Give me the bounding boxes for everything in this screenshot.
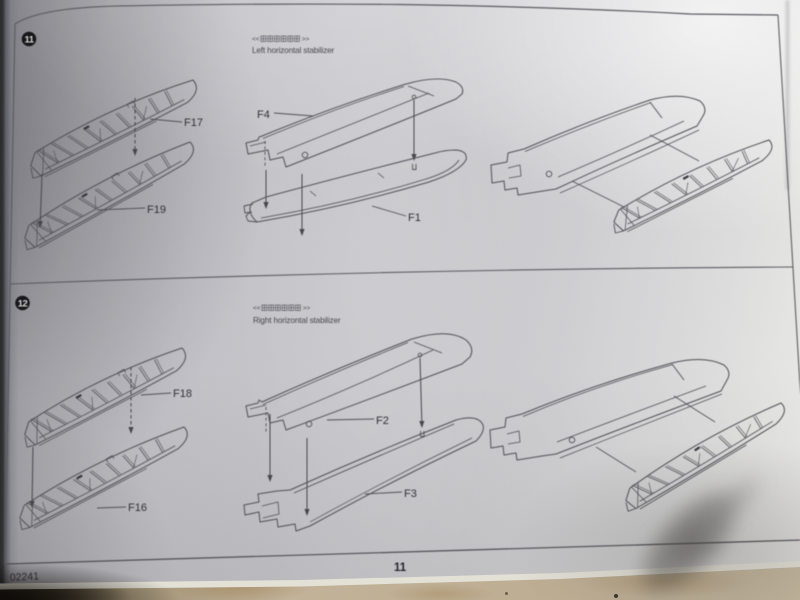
svg-text:F3: F3 <box>404 488 417 500</box>
svg-text:F16: F16 <box>128 502 147 514</box>
svg-text:12: 12 <box>18 298 28 309</box>
svg-text:11: 11 <box>24 34 34 45</box>
svg-text:F18: F18 <box>173 388 192 400</box>
svg-text:F19: F19 <box>147 204 166 216</box>
svg-text:F4: F4 <box>257 109 270 121</box>
svg-text:<<: << <box>253 305 261 312</box>
svg-text:>>: >> <box>303 305 311 312</box>
svg-text:>>: >> <box>302 36 310 43</box>
svg-text:Left horizontal stabilizer: Left horizontal stabilizer <box>252 46 335 55</box>
svg-text:11: 11 <box>394 562 407 574</box>
svg-text:F17: F17 <box>184 117 203 129</box>
svg-text:F1: F1 <box>408 212 421 224</box>
svg-text:<<: << <box>252 36 260 43</box>
svg-text:Right horizontal stabilizer: Right horizontal stabilizer <box>253 316 341 325</box>
svg-text:F2: F2 <box>376 415 389 427</box>
